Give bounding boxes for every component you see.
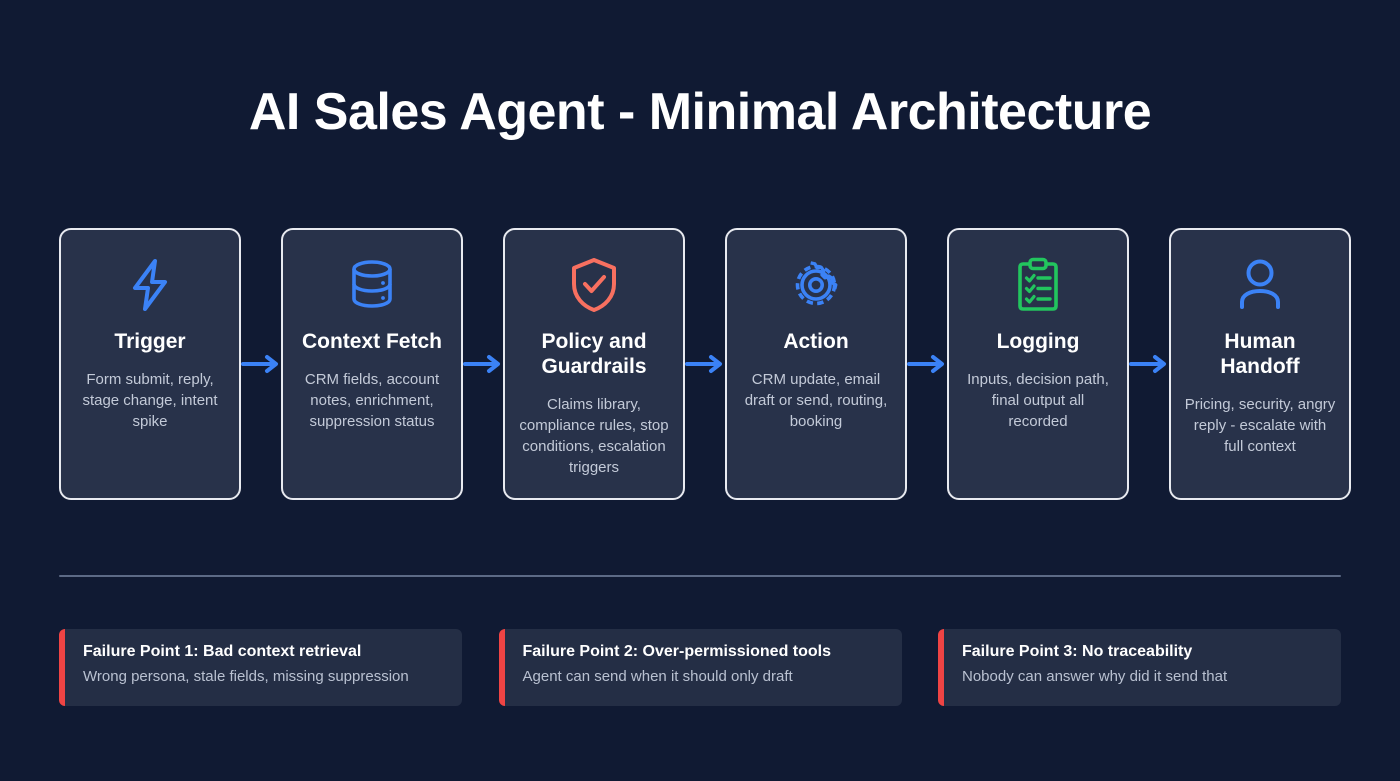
pipeline-row: Trigger Form submit, reply, stage change… bbox=[59, 228, 1351, 500]
failure-point-title: Failure Point 1: Bad context retrieval bbox=[83, 643, 362, 660]
card-title: Trigger bbox=[114, 330, 186, 353]
pipeline-card-human-handoff[interactable]: Human Handoff Pricing, security, angry r… bbox=[1169, 228, 1351, 500]
connector-arrow-5 bbox=[1129, 228, 1169, 500]
connector-arrow-3 bbox=[685, 228, 725, 500]
failure-point-title: Failure Point 2: Over-permissioned tools bbox=[522, 643, 832, 660]
card-title: Action bbox=[783, 330, 849, 353]
failure-points-row: Failure Point 1: Bad context retrieval W… bbox=[59, 629, 1341, 706]
pipeline-card-action[interactable]: Action CRM update, email draft or send, … bbox=[725, 228, 907, 500]
card-description: Form submit, reply, stage change, intent… bbox=[82, 370, 218, 431]
card-description: CRM fields, account notes, enrichment, s… bbox=[304, 370, 440, 431]
card-description: Inputs, decision path, final output all … bbox=[967, 370, 1109, 431]
failure-point-card-1[interactable]: Failure Point 1: Bad context retrieval W… bbox=[59, 629, 462, 706]
card-description: CRM update, email draft or send, routing… bbox=[744, 370, 888, 431]
database-icon bbox=[346, 254, 398, 316]
user-icon bbox=[1234, 254, 1286, 316]
gear-icon bbox=[789, 254, 843, 316]
connector-arrow-2 bbox=[463, 228, 503, 500]
failure-point-title: Failure Point 3: No traceability bbox=[962, 643, 1193, 660]
clipboard-checklist-icon bbox=[1013, 254, 1063, 316]
shield-check-icon bbox=[568, 254, 620, 316]
card-description: Claims library, compliance rules, stop c… bbox=[519, 395, 669, 477]
card-title: Policy and Guardrails bbox=[541, 330, 647, 378]
failure-point-description: Agent can send when it should only draft bbox=[522, 667, 793, 685]
pipeline-card-context-fetch[interactable]: Context Fetch CRM fields, account notes,… bbox=[281, 228, 463, 500]
failure-point-description: Nobody can answer why did it send that bbox=[962, 667, 1228, 685]
card-description: Pricing, security, angry reply - escalat… bbox=[1184, 395, 1336, 456]
connector-arrow-4 bbox=[907, 228, 947, 500]
failure-point-card-3[interactable]: Failure Point 3: No traceability Nobody … bbox=[938, 629, 1341, 706]
pipeline-card-logging[interactable]: Logging Inputs, decision path, final out… bbox=[947, 228, 1129, 500]
pipeline-card-policy-and-guardrails[interactable]: Policy and Guardrails Claims library, co… bbox=[503, 228, 685, 500]
section-divider bbox=[59, 575, 1341, 577]
card-title: Logging bbox=[996, 330, 1080, 353]
pipeline-card-trigger[interactable]: Trigger Form submit, reply, stage change… bbox=[59, 228, 241, 500]
card-title: Human Handoff bbox=[1220, 330, 1300, 378]
failure-point-card-2[interactable]: Failure Point 2: Over-permissioned tools… bbox=[498, 629, 902, 706]
card-title: Context Fetch bbox=[301, 330, 442, 353]
failure-point-description: Wrong persona, stale fields, missing sup… bbox=[83, 667, 409, 685]
page-title: AI Sales Agent - Minimal Architecture bbox=[248, 83, 1152, 141]
connector-arrow-1 bbox=[241, 228, 281, 500]
lightning-bolt-icon bbox=[125, 254, 175, 316]
